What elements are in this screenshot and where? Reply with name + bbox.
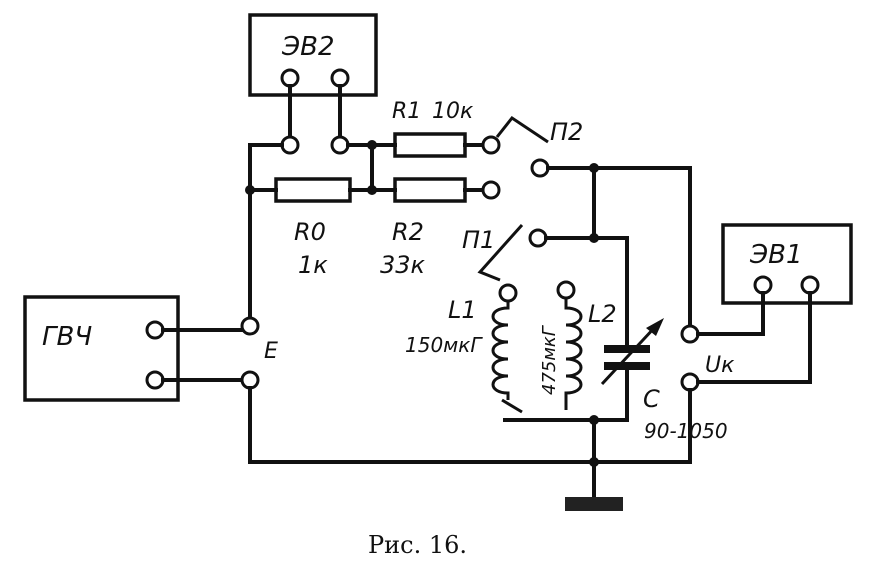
- p2-contact-2: [481, 180, 501, 200]
- p1-contact: [528, 228, 548, 248]
- junction-p1: [589, 233, 599, 243]
- l2-label: L2: [588, 300, 617, 328]
- uk-label: Uк: [705, 353, 735, 378]
- r0-resistor: [274, 177, 352, 203]
- ev2-terminal-right: [330, 68, 350, 88]
- junction-r2: [367, 185, 377, 195]
- r2-value: 33к: [380, 251, 426, 279]
- r0-label: R0: [294, 218, 326, 246]
- ev1-box: [721, 223, 853, 305]
- gvch-terminal-bottom: [145, 370, 165, 390]
- p2-switch-arm: [495, 115, 549, 144]
- e-terminal-bottom: [240, 370, 260, 390]
- p1-label: П1: [462, 226, 495, 254]
- ev2-box: [248, 13, 378, 97]
- cap-plate-top: [604, 345, 650, 353]
- wire-ev1-right: [696, 291, 812, 384]
- l2-coil: [564, 298, 583, 410]
- l1-terminal: [498, 283, 518, 303]
- r1-resistor: [393, 132, 467, 158]
- uk-terminal-bottom: [680, 372, 700, 392]
- l2-terminal: [556, 280, 576, 300]
- cap-plate-bottom: [604, 362, 650, 370]
- p2-label: П2: [550, 118, 583, 146]
- junction-r1: [367, 140, 377, 150]
- l1-label: L1: [448, 296, 477, 324]
- ev2-label: ЭВ2: [281, 32, 335, 62]
- l2-value: 475мкГ: [539, 324, 560, 395]
- gvch-terminal-top: [145, 320, 165, 340]
- e-terminal-top: [240, 316, 260, 336]
- l1-lead: [501, 398, 523, 414]
- ev1-label: ЭВ1: [749, 240, 803, 270]
- gvch-label: ГВЧ: [42, 322, 92, 352]
- cap-variable-arrow: [600, 324, 658, 386]
- l1-coil: [491, 301, 510, 400]
- jack-ev2-right: [330, 135, 350, 155]
- uk-terminal-top: [680, 324, 700, 344]
- e-label: E: [264, 339, 278, 364]
- p1-switch-arm: [477, 224, 524, 282]
- r2-resistor: [393, 177, 467, 203]
- r1-value: 10к: [432, 99, 474, 124]
- junction-bottom-bus: [589, 457, 599, 467]
- r1-label: R1: [392, 99, 421, 124]
- ground-symbol: [565, 497, 623, 511]
- c-label: C: [643, 385, 660, 413]
- wire-ev1-left: [696, 291, 765, 336]
- ev1-terminal-right: [800, 275, 820, 295]
- l1-value: 150мкГ: [405, 333, 483, 357]
- p2-contact-1: [481, 135, 501, 155]
- ev2-terminal-left: [280, 68, 300, 88]
- ev1-terminal-left: [753, 275, 773, 295]
- r0-value: 1к: [298, 251, 328, 279]
- jack-ev2-left: [280, 135, 300, 155]
- p2-common: [530, 158, 550, 178]
- gvch-box: [23, 295, 180, 402]
- figure-caption: Рис. 16.: [368, 531, 467, 559]
- c-value: 90-1050: [644, 419, 728, 443]
- r2-label: R2: [392, 218, 424, 246]
- cap-arrow-head: [646, 318, 664, 336]
